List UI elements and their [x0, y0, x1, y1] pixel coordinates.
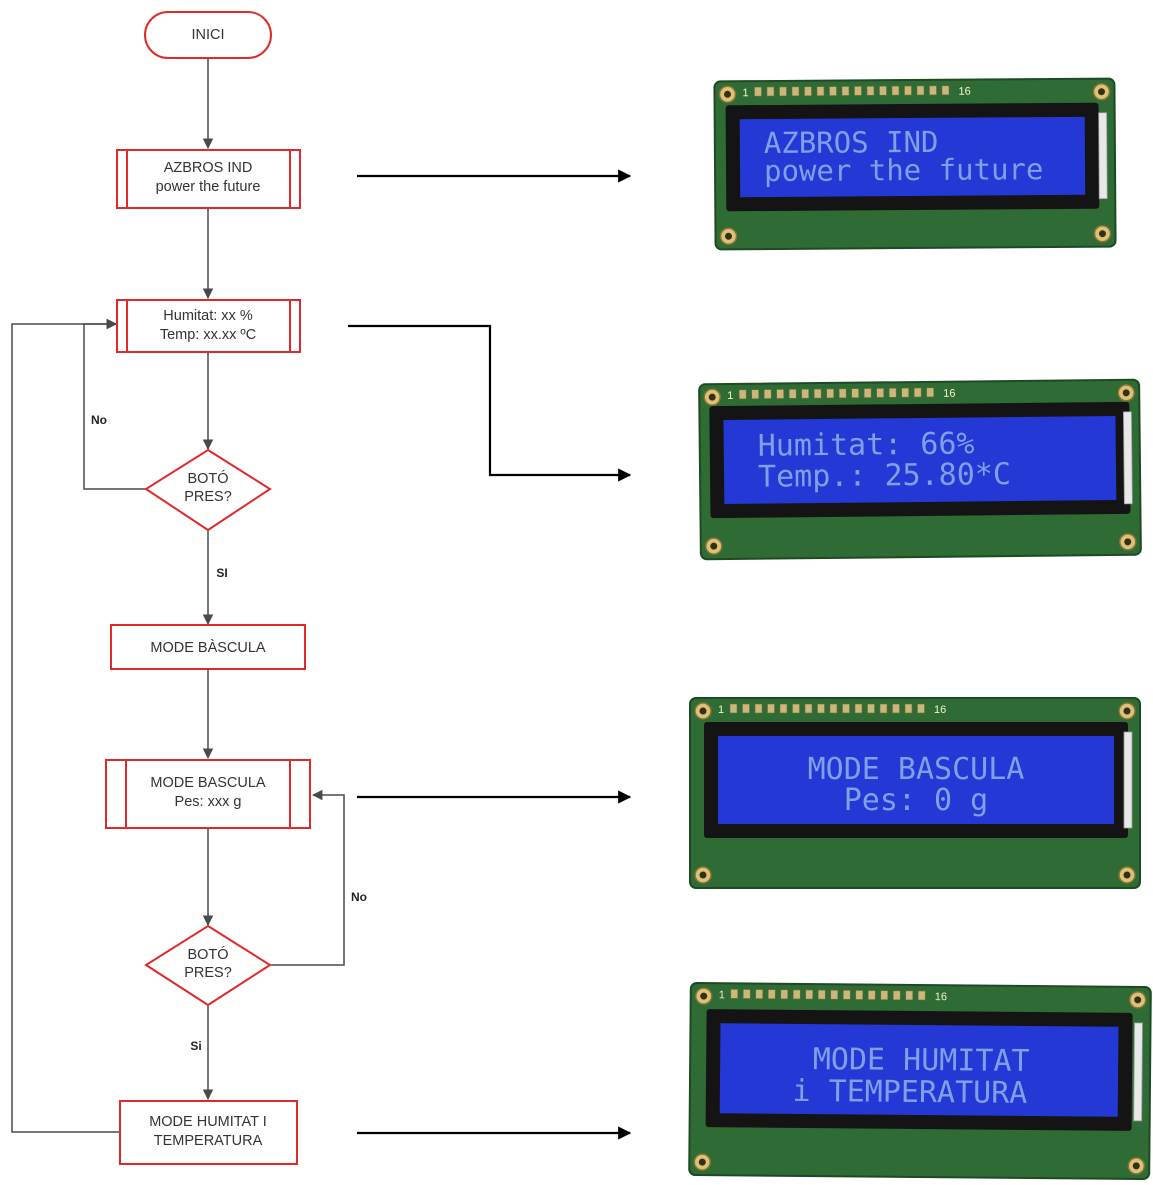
- readout-display-node: Humitat: xx % Temp: xx.xx ºC: [117, 300, 300, 352]
- scale-display-line2: Pes: xxx g: [175, 794, 242, 810]
- decision1-no-label: No: [91, 413, 107, 427]
- lcd-line-2: i TEMPERATURA: [792, 1074, 1027, 1111]
- decision2-no-label: No: [351, 890, 367, 904]
- pin-label-start: 1: [742, 87, 748, 99]
- decision2-line1: BOTÓ: [187, 946, 228, 963]
- decision1-node: BOTÓ PRES?: [146, 450, 270, 530]
- start-label: INICI: [191, 27, 224, 43]
- pin-label-end: 16: [934, 704, 946, 716]
- decision2-yes-label: Si: [190, 1039, 201, 1053]
- lcd-line-2: power the future: [764, 152, 1044, 188]
- splash-display-node: AZBROS IND power the future: [117, 150, 300, 208]
- decision1-line2: PRES?: [184, 489, 232, 505]
- splash-line2: power the future: [156, 179, 261, 195]
- readout-line2: Temp: xx.xx ºC: [160, 327, 256, 343]
- mode-scale-label: MODE BÀSCULA: [150, 639, 266, 656]
- readout-line1: Humitat: xx %: [163, 308, 253, 324]
- lcd-line-2: Pes: 0 g: [844, 783, 989, 818]
- ribbon-connector: [1099, 113, 1108, 199]
- start-node: INICI: [145, 12, 271, 58]
- arrow-to-lcd-2: [348, 326, 630, 475]
- lcd-link-arrows: [348, 176, 630, 1133]
- pin-label-start: 1: [718, 704, 724, 716]
- mode-humidity-node: MODE HUMITAT I TEMPERATURA: [120, 1101, 297, 1164]
- pin-label-start: 1: [727, 390, 733, 402]
- mode-scale-node: MODE BÀSCULA: [111, 625, 305, 669]
- scale-display-node: MODE BASCULA Pes: xxx g: [106, 760, 310, 828]
- lcd-line-1: MODE BASCULA: [808, 752, 1025, 787]
- lcd-line-2: Temp.: 25.80*C: [758, 457, 1011, 495]
- ribbon-connector: [1123, 412, 1132, 504]
- ribbon-connector: [1124, 732, 1132, 828]
- connector-humidity-return-loop: [12, 324, 120, 1132]
- pin-label-end: 16: [935, 991, 947, 1003]
- pin-label-end: 16: [943, 388, 955, 400]
- decision2-line2: PRES?: [184, 965, 232, 981]
- scale-display-line1: MODE BASCULA: [150, 775, 266, 791]
- decision1-line1: BOTÓ: [187, 470, 228, 487]
- mode-humidity-line2: TEMPERATURA: [154, 1133, 263, 1149]
- pin-label-start: 1: [719, 989, 725, 1001]
- splash-line1: AZBROS IND: [164, 160, 253, 176]
- decision1-yes-label: SI: [216, 566, 227, 580]
- mode-humidity-line1: MODE HUMITAT I: [149, 1114, 267, 1130]
- decision2-node: BOTÓ PRES?: [146, 926, 270, 1005]
- pin-label-end: 16: [958, 86, 970, 98]
- ribbon-connector: [1134, 1023, 1143, 1121]
